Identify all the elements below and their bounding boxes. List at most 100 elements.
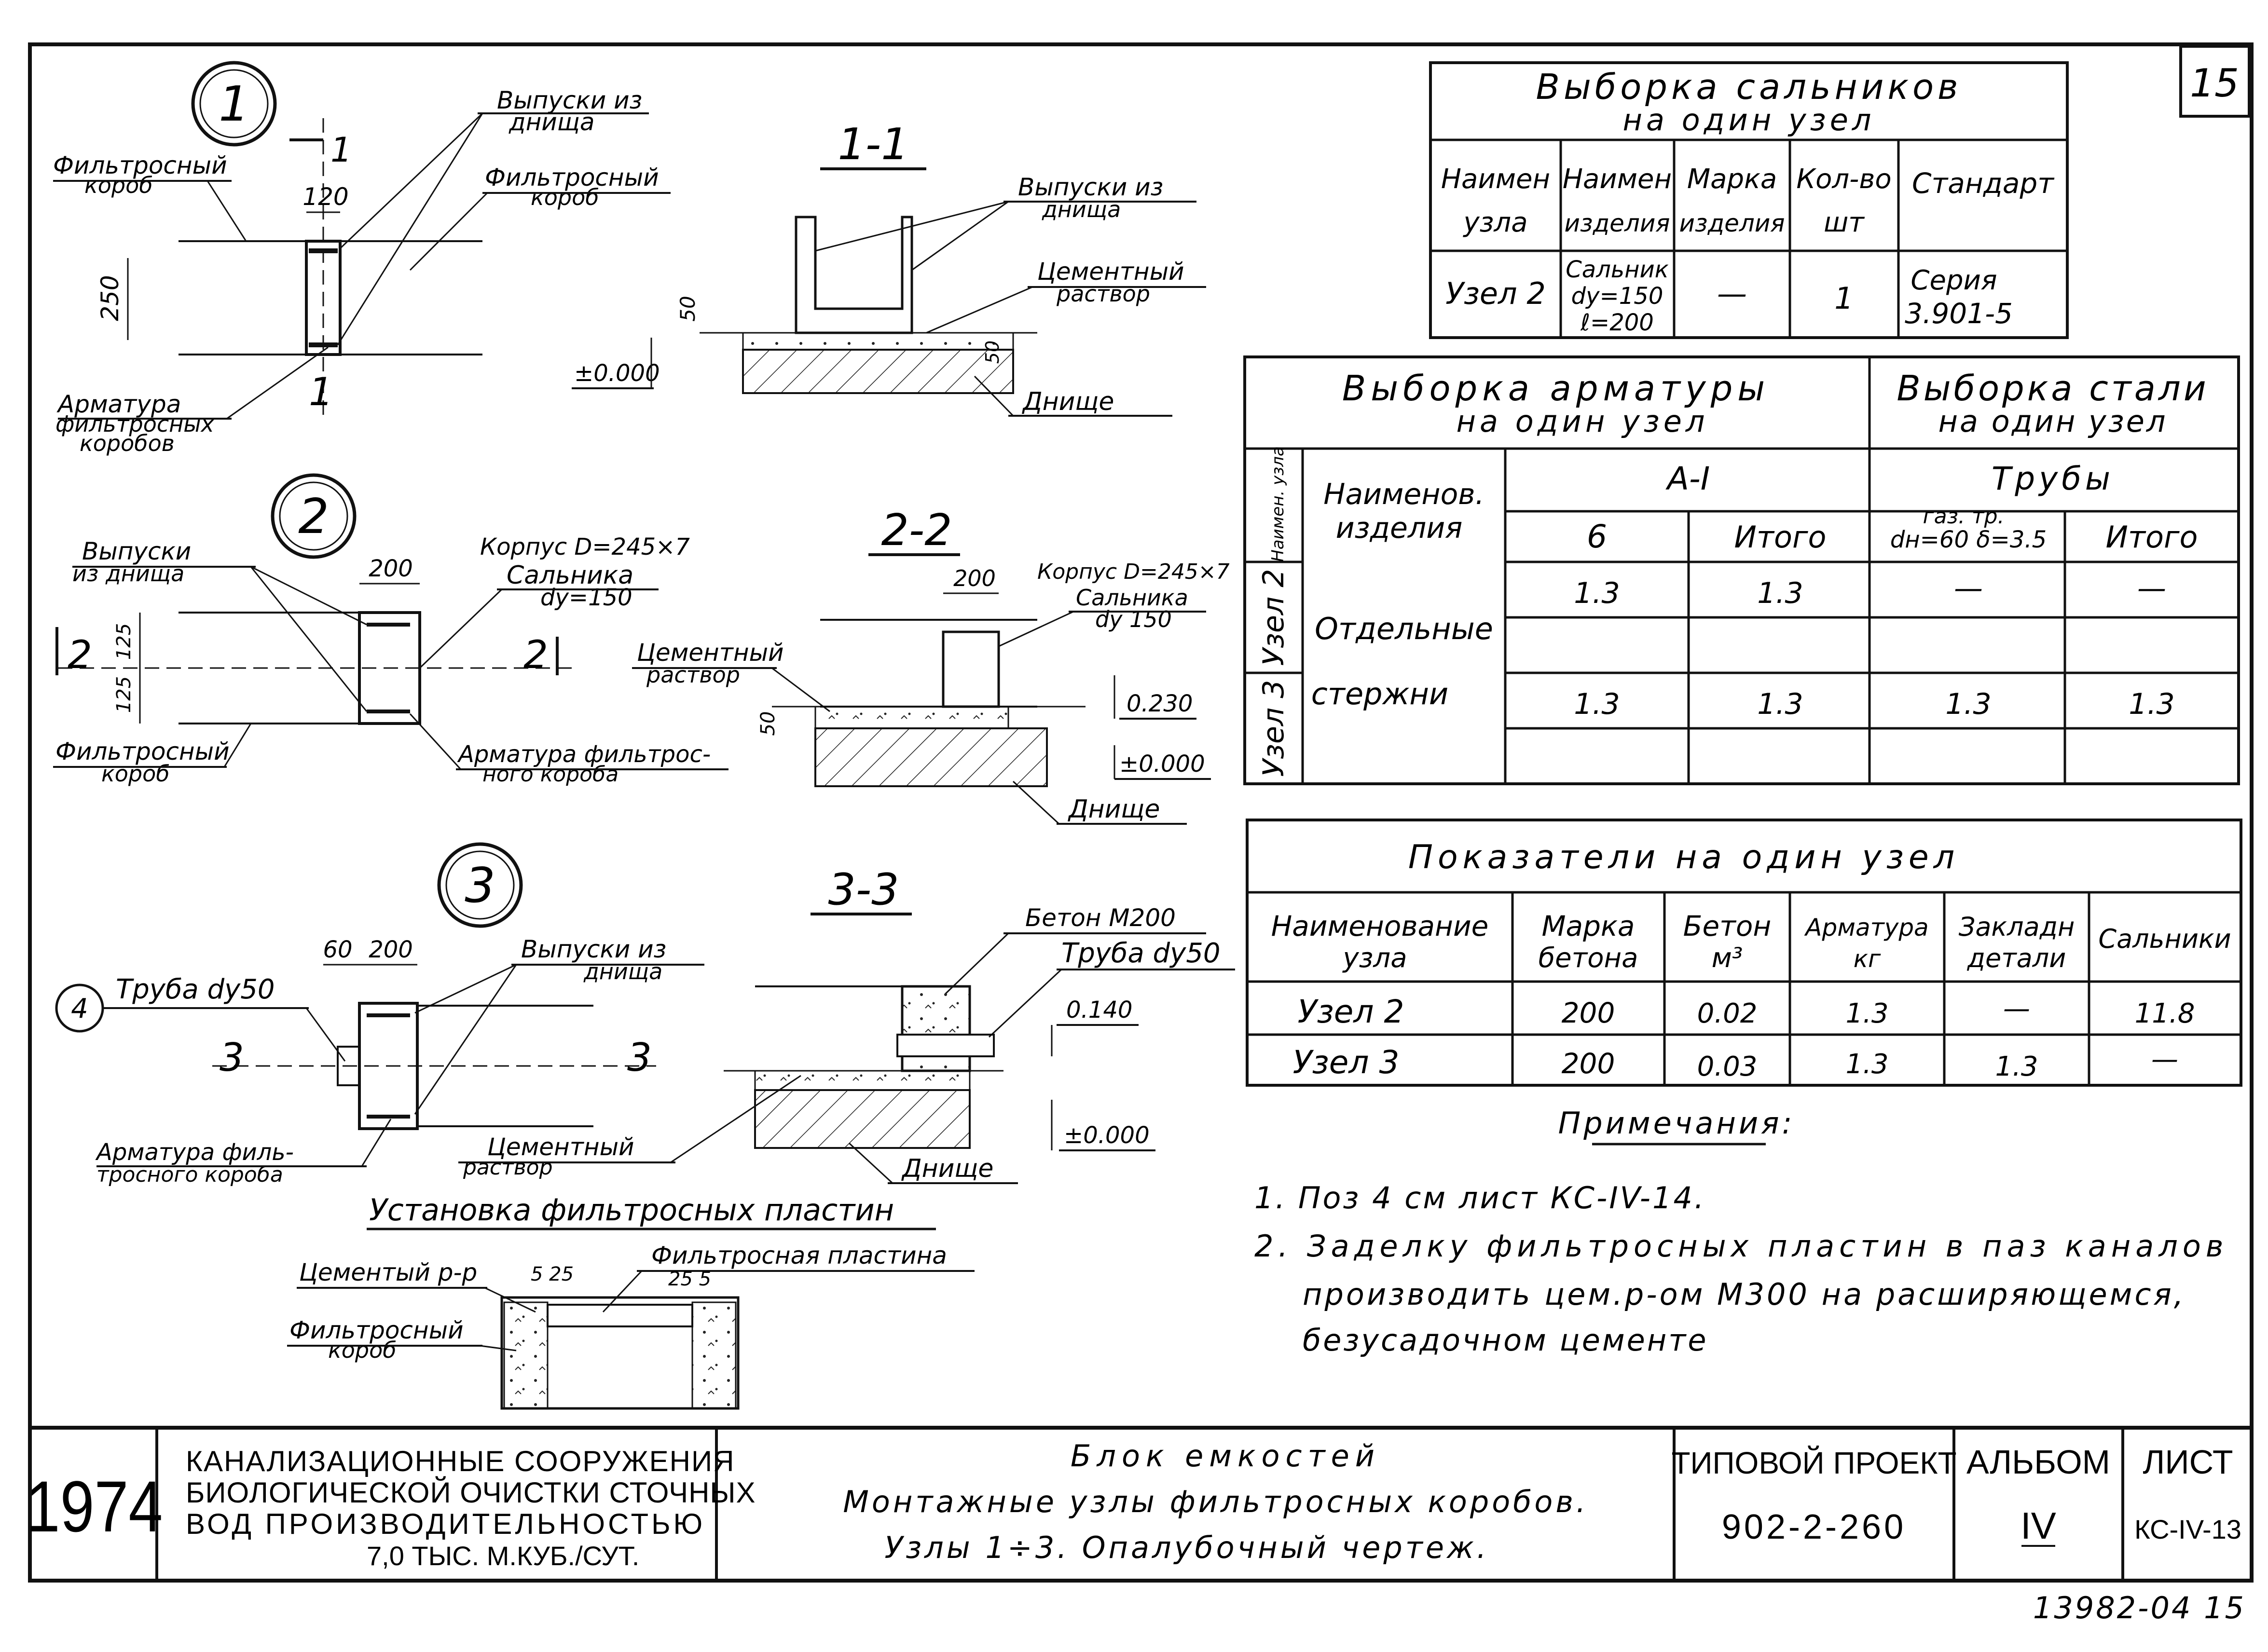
title-desc-3: Узлы 1÷3. Опалубочный чертеж. xyxy=(884,1530,1489,1565)
steel-title-1: Выборка стали xyxy=(1897,368,2209,409)
ind-h-glands: Сальники xyxy=(2098,924,2231,954)
node-3-outlets-l1: Выпуски из xyxy=(521,935,666,963)
node-2-body-l2: Сальника xyxy=(507,561,633,590)
glands-h-node-2: узла xyxy=(1462,207,1527,238)
rebar-item-name-1: Отдельные xyxy=(1315,611,1493,646)
title-block: 1974 КАНАЛИЗАЦИОННЫЕ СООРУЖЕНИЯ БИОЛОГИЧ… xyxy=(26,1426,2252,1581)
glands-h-qty-2: шт xyxy=(1824,207,1865,238)
rebar-row2-pipe-total: — xyxy=(2137,572,2166,605)
ind-r2-c3: 0.03 xyxy=(1697,1051,1758,1082)
note-1: 1. Поз 4 см лист КС-IV-14. xyxy=(1254,1180,1706,1215)
title-album-no: IV xyxy=(2021,1504,2056,1547)
node-2-box-l2: короб xyxy=(101,761,170,787)
steel-pipe-spec-2: dн=60 δ=3.5 xyxy=(1890,526,2047,553)
node-1-box-right-l2: короб xyxy=(531,184,599,210)
section-2-2-title: 2-2 xyxy=(881,505,952,556)
ind-r1-c2: 200 xyxy=(1562,997,1615,1029)
section-2-2: 2-2 200 Корпус D=245×7 Сальника dy 150 Ц… xyxy=(632,505,1230,825)
notes-title: Примечания: xyxy=(1558,1106,1795,1141)
title-project-no: 902-2-260 xyxy=(1722,1508,1906,1546)
section-2-2-level-top: 0.230 xyxy=(1127,690,1193,717)
node-2-dim-b: 125 xyxy=(113,676,135,713)
node-1-section-top: 1 xyxy=(330,130,352,170)
rebar-row3-pipe-total: 1.3 xyxy=(2129,687,2174,721)
ind-h-rebar-1: Арматура xyxy=(1804,914,1928,942)
node-3-section-left: 3 xyxy=(220,1035,244,1080)
ind-r2-c6: — xyxy=(2151,1044,2178,1075)
note-2-line-3: безусадочном цементе xyxy=(1303,1323,1708,1358)
plate-installation: Установка фильтросных пластин Цементый р… xyxy=(287,1192,975,1410)
node-1-dim-height: 250 xyxy=(96,275,124,321)
section-3-3-bottom: Днище xyxy=(901,1154,993,1183)
section-1-1-mortar-l2: раствор xyxy=(1056,281,1150,307)
ind-r2-c2: 200 xyxy=(1562,1047,1615,1080)
node-3-section-right: 3 xyxy=(627,1035,652,1080)
rebar-title-2: на один узел xyxy=(1456,404,1708,439)
section-2-2-bottom: Днище xyxy=(1068,795,1160,824)
rebar-row2-d: 1.3 xyxy=(1574,576,1620,610)
plates-mortar: Цементый р-р xyxy=(299,1258,477,1286)
ind-h-concrete-1: Бетон xyxy=(1683,910,1772,942)
note-2-line-2: производить цем.р-ом М300 на расширяющем… xyxy=(1303,1277,2186,1312)
node-3-marker: 3 xyxy=(465,857,495,914)
node-3-plan: 3 4 Труба dy50 3 3 60 200 Выпуски из дни… xyxy=(55,842,704,1187)
rebar-grade: A-I xyxy=(1665,460,1710,497)
title-org-4: 7,0 ТЫС. М.КУБ./СУТ. xyxy=(367,1541,639,1571)
notes: Примечания: 1. Поз 4 см лист КС-IV-14. 2… xyxy=(1254,1106,2223,1358)
glands-h-node-1: Наимен xyxy=(1441,164,1550,195)
section-1-1-dim-a: 50 xyxy=(676,296,700,321)
rebar-row2-pipe: — xyxy=(1954,572,1983,605)
node-1-outlets-l1: Выпуски из xyxy=(497,86,642,114)
section-3-3-mortar: Цементный xyxy=(487,1133,634,1161)
section-1-1-mortar-l1: Цементный xyxy=(1037,258,1184,286)
section-2-2-body-l3: dy 150 xyxy=(1095,606,1172,632)
rebar-row3-total: 1.3 xyxy=(1757,687,1803,721)
node-2-plan: 2 2 2 200 125 125 Выпуски из днища Корпу… xyxy=(53,473,729,787)
plates-dim-left: 5 25 xyxy=(531,1263,574,1285)
rebar-col-d: 6 xyxy=(1587,518,1607,555)
section-3-3-concrete: Бетон М200 xyxy=(1025,904,1176,932)
title-org-1: КАНАЛИЗАЦИОННЫЕ СООРУЖЕНИЯ xyxy=(186,1445,735,1477)
node-1-rebar-l1: Арматура xyxy=(56,390,181,418)
node-2-section-right: 2 xyxy=(523,632,548,677)
ind-r2-c5: 1.3 xyxy=(1995,1051,2038,1082)
rebar-col-item-2: изделия xyxy=(1336,511,1463,545)
node-2-body-l1: Корпус D=245×7 xyxy=(480,533,690,560)
ind-r1-c6: 11.8 xyxy=(2135,998,2195,1029)
ind-h-name-1: Наименование xyxy=(1271,910,1489,942)
rebar-col-item-1: Наименов. xyxy=(1323,478,1484,511)
node-3-pipe-label: Труба dy50 xyxy=(116,974,275,1005)
title-album-label: АЛЬБОМ xyxy=(1966,1443,2110,1481)
glands-h-standard: Стандарт xyxy=(1912,167,2055,200)
node-2-marker: 2 xyxy=(298,488,329,545)
ind-h-grade-1: Марка xyxy=(1542,910,1635,942)
section-3-3-title: 3-3 xyxy=(828,864,899,915)
section-3-3-pipe: Труба dy50 xyxy=(1061,938,1221,969)
ind-h-name-2: узла xyxy=(1342,942,1407,974)
ind-r1-c1: Узел 2 xyxy=(1297,993,1404,1030)
section-2-2-level-zero: ±0.000 xyxy=(1119,751,1205,778)
node-1-box-right-l1: Фильтросный xyxy=(485,164,659,191)
title-sheet-label: ЛИСТ xyxy=(2143,1443,2233,1481)
sheet-number: 15 xyxy=(2190,61,2239,106)
rebar-title-1: Выборка арматуры xyxy=(1342,368,1770,409)
node-1-rebar-l2: фильтросных xyxy=(55,411,215,437)
glands-row-qty: 1 xyxy=(1834,281,1853,316)
section-2-2-mortar-l2: раствор xyxy=(646,662,740,688)
node-1-box-left-l2: короб xyxy=(84,172,153,198)
section-1-1-outlets-l1: Выпуски из xyxy=(1018,173,1163,201)
glands-title-2: на один узел xyxy=(1622,102,1875,137)
plates-title: Установка фильтросных пластин xyxy=(369,1192,894,1228)
node-2-dim-a: 125 xyxy=(113,623,135,660)
steel-col-total: Итого xyxy=(2106,519,2198,555)
section-1-1-bottom: Днище xyxy=(1022,387,1114,416)
section-1-1-outlets-l2: днища xyxy=(1042,196,1121,222)
node-1-rebar-l3: коробов xyxy=(80,430,175,456)
plates-dim-right: 25 5 xyxy=(668,1268,711,1290)
glands-h-item-1: Наимен xyxy=(1563,164,1672,195)
section-3-3-mortar2: раствор xyxy=(463,1155,553,1180)
node-1-box-left-l1: Фильтросный xyxy=(53,151,227,179)
title-org-2: БИОЛОГИЧЕСКОЙ ОЧИСТКИ СТОЧНЫХ xyxy=(186,1476,756,1509)
glands-h-mark-1: Марка xyxy=(1687,164,1777,195)
steel-pipe-spec-1: газ. тр. xyxy=(1923,504,2005,529)
